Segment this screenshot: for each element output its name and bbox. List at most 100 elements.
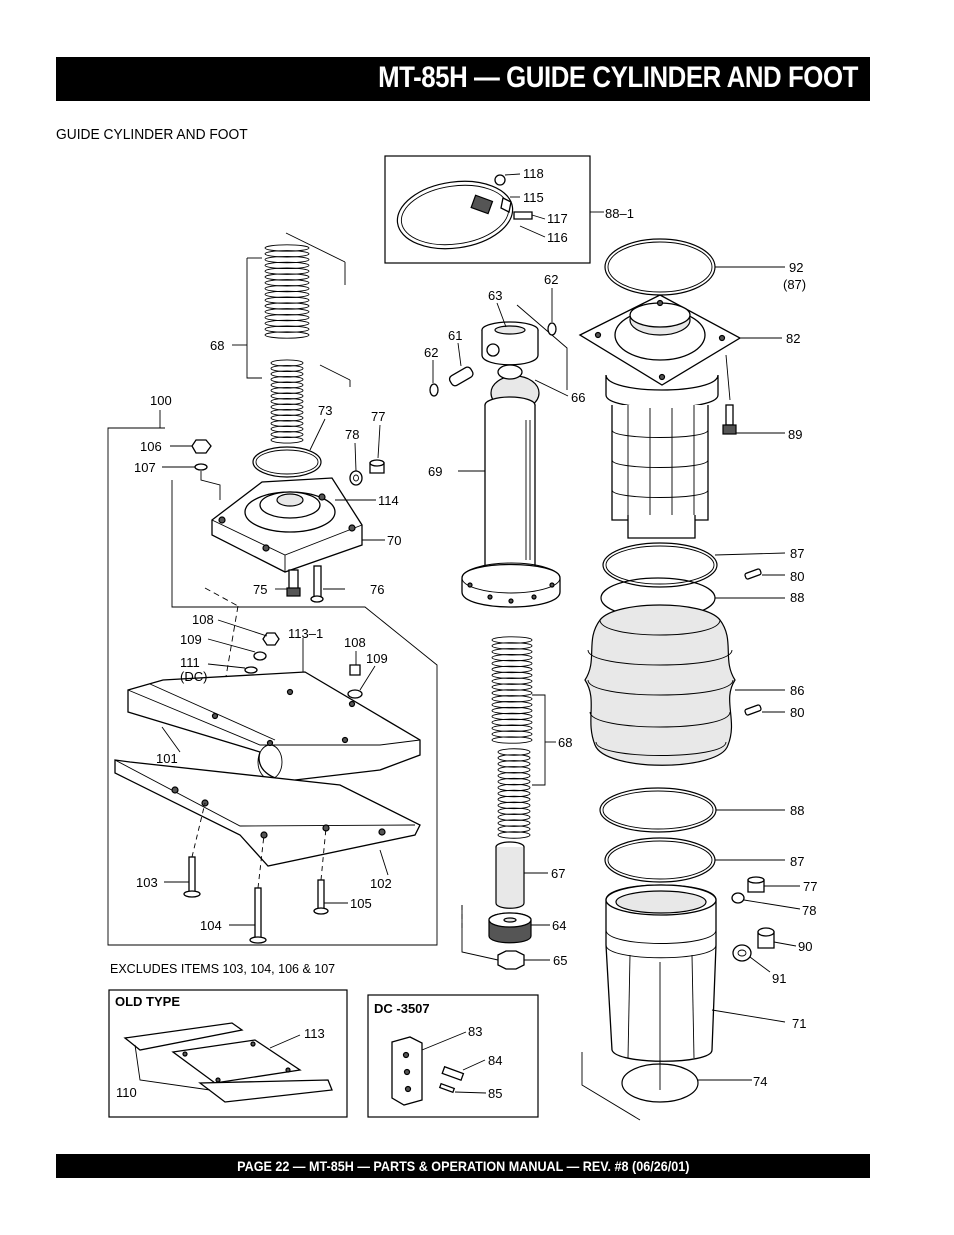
pin-61 [448, 366, 474, 387]
svg-text:76: 76 [370, 582, 384, 597]
svg-text:67: 67 [551, 866, 565, 881]
cylinder-cage [605, 374, 719, 539]
spring-coil [491, 736, 533, 744]
page-footer: PAGE 22 — MT-85H — PARTS & OPERATION MAN… [236, 1158, 690, 1174]
spring-coil [491, 701, 533, 709]
washer-62a [429, 383, 439, 397]
clamp-inset-box [384, 155, 604, 264]
spring-coil [491, 642, 533, 650]
spring-coil [264, 261, 310, 270]
spring-coil [491, 671, 533, 679]
guide-cylinder-69 [458, 302, 569, 608]
svg-text:87: 87 [790, 546, 804, 561]
spring-coil [497, 748, 531, 756]
spring-coil [270, 409, 304, 416]
spring-coil [264, 290, 310, 299]
svg-text:101: 101 [156, 751, 178, 766]
svg-text:103: 103 [136, 875, 158, 890]
spring-coil [270, 420, 304, 427]
svg-text:91: 91 [772, 971, 786, 986]
spring-coil [497, 783, 531, 792]
bolt-89 [725, 404, 734, 426]
svg-text:68: 68 [558, 735, 572, 750]
spring-coil [491, 718, 533, 727]
pin-80b [744, 704, 762, 716]
section-heading: GUIDE CYLINDER AND FOOT [56, 126, 248, 143]
washer-109 [253, 651, 267, 661]
svg-text:73: 73 [318, 403, 332, 418]
foot-plate-70 [211, 477, 385, 573]
spring-coil [491, 730, 533, 738]
spring-coil [264, 313, 310, 322]
washer-62b [547, 322, 557, 336]
svg-text:114: 114 [378, 493, 399, 508]
dc-3507-inset [367, 994, 539, 1118]
spring-coil [270, 403, 304, 411]
nut-108b [349, 664, 361, 676]
svg-text:110: 110 [116, 1085, 137, 1100]
spring-coil [270, 376, 304, 383]
svg-text:80: 80 [790, 705, 804, 720]
spring-coil [497, 754, 531, 762]
svg-text:87: 87 [790, 854, 804, 869]
page-title-bar: MT-85H — GUIDE CYLINDER AND FOOT [56, 57, 870, 101]
bolts-103-104-105 [164, 802, 348, 944]
nut-65 [497, 950, 550, 970]
spring-coil [491, 665, 533, 674]
spring-coil [497, 789, 531, 798]
spring-coil [491, 653, 533, 662]
spring-coil [497, 831, 531, 839]
bottom-plate-102 [114, 759, 421, 876]
o-ring-73 [252, 446, 322, 478]
svg-text:109: 109 [180, 632, 202, 647]
washer-91 [732, 944, 752, 962]
svg-text:84: 84 [488, 1053, 502, 1068]
svg-text:90: 90 [798, 939, 812, 954]
svg-text:77: 77 [371, 409, 385, 424]
spring-coil [264, 296, 310, 304]
svg-text:80: 80 [790, 569, 804, 584]
nut-106 [191, 439, 212, 454]
spring-coil [491, 695, 533, 703]
svg-text:88–1: 88–1 [605, 206, 634, 221]
svg-text:68: 68 [210, 338, 224, 353]
svg-text:65: 65 [553, 953, 567, 968]
svg-text:116: 116 [547, 230, 568, 245]
svg-text:69: 69 [428, 464, 442, 479]
old-type-inset [108, 989, 348, 1118]
collar-64 [488, 912, 550, 944]
spring-coil [270, 398, 304, 405]
spring-coil [491, 689, 533, 697]
callout-labels: 118 115 117 116 88–1 92 (87) 62 63 61 62… [116, 166, 817, 1101]
spring-coil [491, 706, 533, 715]
spring-coil [264, 250, 310, 258]
spring-coil [491, 712, 533, 721]
svg-text:115: 115 [523, 190, 544, 205]
svg-text:62: 62 [424, 345, 438, 360]
svg-text:108: 108 [344, 635, 366, 650]
spring-coil [264, 308, 310, 316]
svg-text:105: 105 [350, 896, 372, 911]
spring-coil [270, 365, 304, 372]
old-type-label: OLD TYPE [115, 994, 180, 1009]
spring-coil [491, 659, 533, 668]
svg-text:62: 62 [544, 272, 558, 287]
washer-109b [347, 689, 363, 699]
svg-text:118: 118 [523, 166, 544, 181]
svg-text:70: 70 [387, 533, 401, 548]
spring-coil [270, 381, 304, 389]
svg-text:61: 61 [448, 328, 462, 343]
spring-coil [264, 319, 310, 328]
spring-coil [491, 724, 533, 732]
washer-78b [731, 892, 745, 904]
spring-coil [497, 825, 531, 833]
svg-text:102: 102 [370, 876, 392, 891]
svg-text:63: 63 [488, 288, 502, 303]
nut-108 [262, 632, 280, 646]
svg-text:92: 92 [789, 260, 803, 275]
bellows-86 [584, 604, 785, 766]
svg-text:74: 74 [753, 1074, 767, 1089]
spring-coil [270, 436, 304, 444]
spring-coil [497, 766, 531, 774]
svg-text:89: 89 [788, 427, 802, 442]
